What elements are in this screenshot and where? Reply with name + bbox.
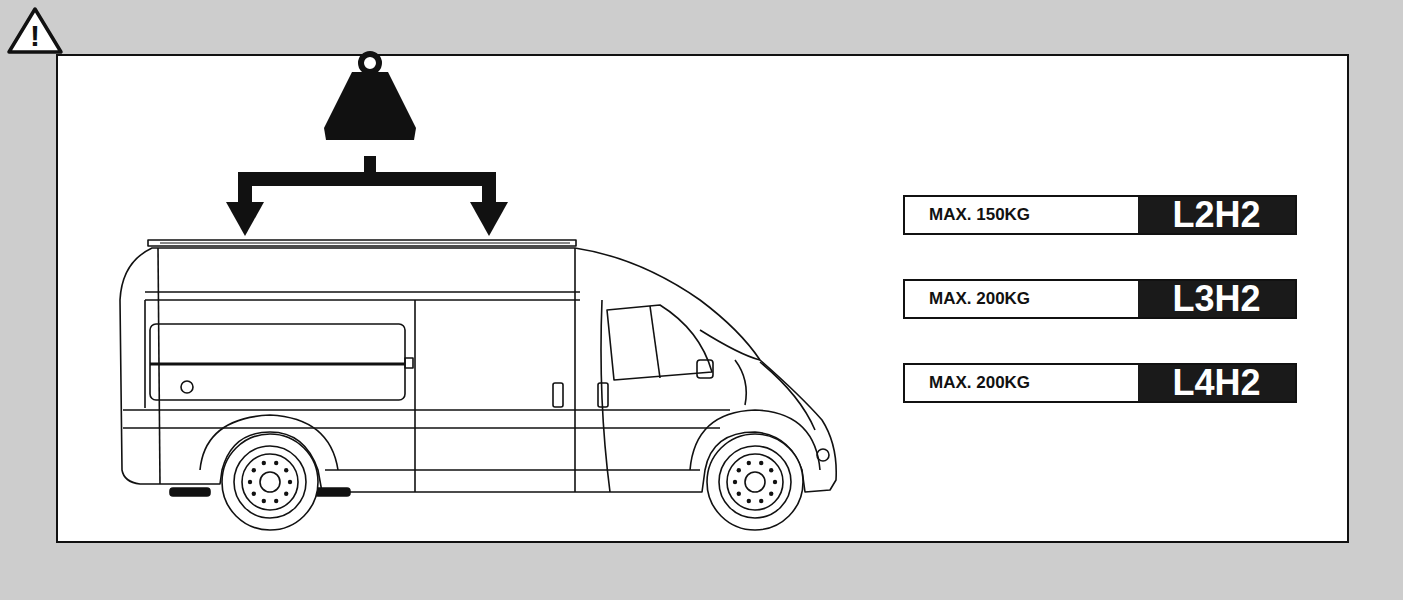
wheel-bolt (284, 492, 288, 496)
weight (226, 54, 508, 236)
capacity-row: MAX. 200KGL3H2 (903, 279, 1297, 319)
wheel-bolt (733, 480, 737, 484)
model-code: L2H2 (1138, 197, 1295, 233)
wheel-bolt (262, 461, 266, 465)
wheel-bolt (248, 480, 252, 484)
wheel-bolt (773, 480, 777, 484)
wheel (222, 434, 803, 530)
wheel-bolt (274, 499, 278, 503)
wheel-bolt (737, 492, 741, 496)
wheel-bolt (284, 468, 288, 472)
wheel-bolt (769, 492, 773, 496)
wheel-bolt (274, 461, 278, 465)
capacity-row: MAX. 150KGL2H2 (903, 195, 1297, 235)
wheel-bolt (747, 499, 751, 503)
wheel-bolt (252, 468, 256, 472)
max-load: MAX. 200KG (905, 365, 1138, 401)
max-load: MAX. 200KG (905, 281, 1138, 317)
panel (57, 55, 1348, 542)
warning-mark: ! (30, 21, 40, 51)
wheel-bolt (769, 468, 773, 472)
wheel-bolts (248, 461, 777, 503)
wheel-bolt (252, 492, 256, 496)
wheel-bolt (747, 461, 751, 465)
wheel-bolt (759, 499, 763, 503)
warning-triangle (9, 9, 61, 52)
wheel-bolt (288, 480, 292, 484)
wheel-bolt (737, 468, 741, 472)
max-load: MAX. 150KG (905, 197, 1138, 233)
capacity-row: MAX. 200KGL4H2 (903, 363, 1297, 403)
wheel-bolt (759, 461, 763, 465)
model-code: L3H2 (1138, 281, 1295, 317)
wheel-bolt (262, 499, 266, 503)
model-code: L4H2 (1138, 365, 1295, 401)
